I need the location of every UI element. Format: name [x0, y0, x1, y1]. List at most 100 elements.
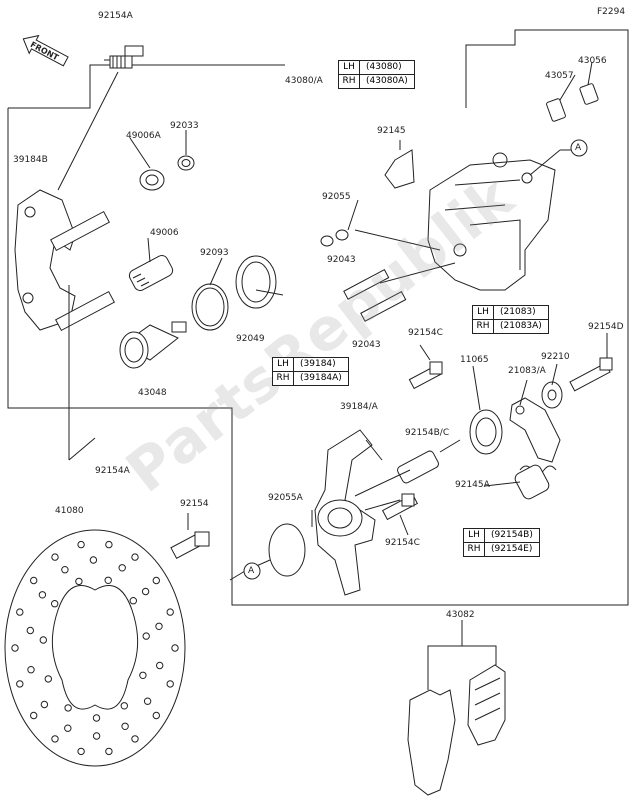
label-43080a: 43080/A [285, 76, 323, 86]
callout-92154-rh: RH [464, 543, 485, 556]
callout-43080-lh-part: (43080) [366, 62, 402, 72]
boot-49006a [139, 169, 165, 191]
bleeder-43057 [546, 98, 566, 122]
label-92055: 92055 [322, 192, 351, 202]
disc-hole [61, 566, 69, 574]
slide-pins [50, 210, 115, 332]
callout-92154-rh-part: (92154E) [491, 544, 533, 554]
disc-hole [156, 661, 164, 670]
caliper-body [427, 152, 556, 291]
disc-hole [131, 735, 139, 743]
label-49006a: 49006A [126, 131, 161, 141]
label-49006: 49006 [150, 228, 179, 238]
label-92145: 92145 [377, 126, 406, 136]
label-92210: 92210 [541, 352, 570, 362]
disc-hole [152, 711, 161, 720]
disc-hole [39, 636, 47, 644]
disc-hole [30, 711, 38, 720]
label-92043-b: 92043 [352, 340, 381, 350]
boot-49006 [128, 255, 174, 291]
label-21083a: 21083/A [508, 366, 546, 376]
label-92154: 92154 [180, 499, 209, 509]
disc-hole [121, 722, 129, 730]
disc-hole [143, 697, 152, 705]
disc-hole [38, 591, 47, 599]
callout-39184-rh: RH [273, 372, 294, 385]
disc-hole [16, 608, 24, 616]
callout-21083-rh: RH [473, 320, 494, 333]
label-92154d: 92154D [588, 322, 624, 332]
callout-43080-lh: LH [339, 61, 360, 74]
disc-hole [120, 702, 129, 710]
disc-hole [166, 680, 174, 688]
disc-hole [139, 671, 147, 679]
disc-hole [118, 564, 126, 572]
disc-hole [44, 675, 52, 683]
bolt-92154c-top [408, 361, 443, 390]
callout-21083-lh: LH [473, 306, 494, 319]
brake-pads-43082 [407, 664, 506, 796]
bolt-92154 [170, 531, 210, 560]
leader-lines [68, 61, 608, 581]
cap-43056 [579, 83, 599, 105]
callout-21083-rh-part: (21083A) [500, 321, 542, 331]
callout-43080-rh-part: (43080A) [366, 76, 408, 86]
ref-marker-a-top [570, 139, 588, 157]
label-43056: 43056 [578, 56, 607, 66]
bracket-39184a [314, 429, 376, 596]
disc-hole [51, 735, 59, 743]
label-92049: 92049 [236, 334, 265, 344]
label-92154a-top: 92154A [98, 11, 133, 21]
bolt-92154a-top [104, 45, 144, 69]
label-43082: 43082 [446, 610, 475, 620]
label-92093: 92093 [200, 248, 229, 258]
disc-hole [141, 587, 150, 596]
label-41080: 41080 [55, 506, 84, 516]
callout-39184-lh: LH [273, 358, 294, 371]
disc-hole [92, 714, 101, 722]
disc-hole [142, 632, 150, 640]
disc-hole [51, 553, 59, 561]
label-92154c-top: 92154C [408, 328, 443, 338]
piston-43048 [119, 321, 187, 369]
seal-92049 [235, 255, 277, 309]
callout-43080: LH(43080) RH(43080A) [338, 60, 415, 89]
seal-92093 [191, 283, 229, 331]
figure-code: F2294 [597, 7, 626, 17]
disc-hole [64, 724, 72, 732]
spring-92145 [384, 149, 415, 189]
disc-hole [64, 704, 72, 712]
washer-92210 [541, 381, 563, 409]
callout-92154: LH(92154B) RH(92154E) [463, 528, 540, 557]
ring-92033 [177, 155, 195, 171]
disc-hole [26, 626, 34, 635]
label-92154a-mid: 92154A [95, 466, 130, 476]
ref-marker-a-top-text: A [575, 143, 582, 153]
disc-hole [155, 622, 163, 630]
disc-hole [166, 608, 174, 616]
disc-hole [27, 666, 35, 674]
spring-92145a [514, 464, 557, 500]
bolt-92154be [397, 450, 439, 484]
ref-marker-a-bottom [243, 562, 261, 580]
label-11065: 11065 [460, 355, 489, 365]
disc-hole [11, 644, 19, 652]
label-92154c-bot: 92154C [385, 538, 420, 548]
bolt-92154c-bot [381, 493, 419, 521]
disc-hole [77, 747, 85, 756]
holder-21083 [509, 397, 561, 463]
caliper-bracket [14, 189, 76, 331]
label-43048: 43048 [138, 388, 167, 398]
front-arrow-icon [22, 34, 69, 67]
pins-92043 [343, 268, 407, 322]
disc-hole [92, 732, 101, 740]
bolt-92154d [569, 357, 613, 392]
ref-marker-a-bottom-text: A [248, 566, 255, 576]
callout-39184: LH(39184) RH(39184A) [272, 357, 349, 386]
disc-hole [77, 540, 85, 549]
disc-hole [40, 700, 49, 709]
disc-hole [152, 576, 161, 585]
brake-disc-41080 [4, 529, 186, 767]
